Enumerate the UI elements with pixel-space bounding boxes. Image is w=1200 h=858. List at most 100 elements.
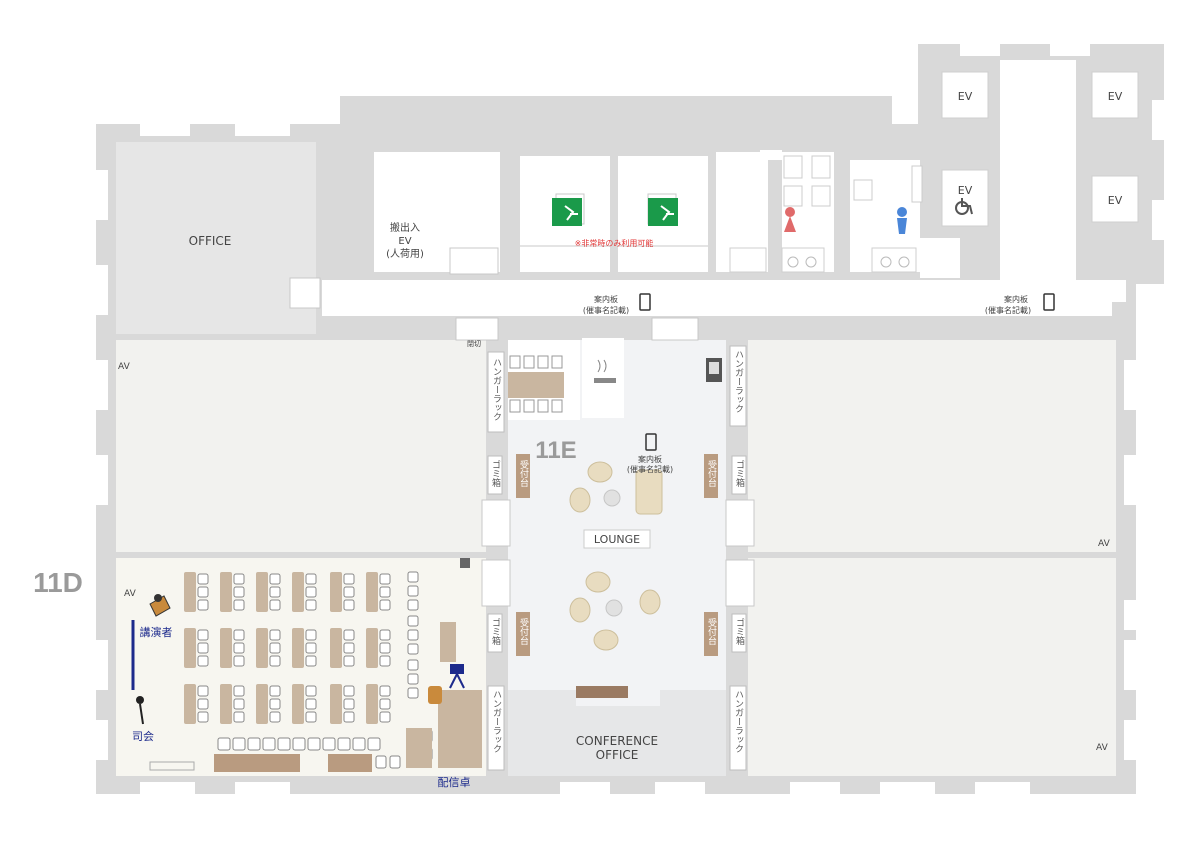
- trash-label: ゴミ箱: [490, 459, 501, 488]
- chair: [233, 655, 245, 667]
- meeting-table: [508, 355, 564, 413]
- chair: [197, 698, 209, 710]
- chair: [407, 659, 419, 671]
- chair: [379, 586, 391, 598]
- chair: [305, 599, 317, 611]
- desk-furniture: [149, 558, 482, 772]
- chair: [305, 711, 317, 723]
- chair: [307, 737, 321, 751]
- closed-label: 閉切: [467, 340, 481, 348]
- room-11d-label: 11D: [33, 567, 83, 598]
- table: [330, 628, 342, 668]
- doors: [289, 247, 755, 607]
- av-label: AV: [1096, 743, 1109, 753]
- chair: [305, 573, 317, 585]
- chair: [233, 685, 245, 697]
- info-board-label-2: (催事名記載): [627, 464, 673, 474]
- hanger-rack-label: ハンガーラック: [733, 350, 744, 413]
- info-board-label-1: 案内板: [594, 294, 618, 304]
- chair: [379, 685, 391, 697]
- chair: [305, 655, 317, 667]
- table: [184, 684, 196, 724]
- table: [292, 628, 304, 668]
- podium-icon: [149, 594, 171, 617]
- hanger-rack-label: ハンガーラック: [733, 690, 744, 753]
- av-label: AV: [1098, 539, 1111, 549]
- chair: [197, 655, 209, 667]
- chair: [233, 573, 245, 585]
- ev-label: EV: [1108, 194, 1123, 207]
- camera-icon: [449, 664, 465, 689]
- freight-ev-label-2: EV: [398, 236, 411, 247]
- info-board-icon: [639, 293, 1055, 451]
- smoking-icon: [594, 359, 616, 383]
- table: [366, 684, 378, 724]
- chair: [407, 673, 419, 685]
- chair: [352, 737, 366, 751]
- inner-walls: [116, 340, 1116, 776]
- av-label: AV: [118, 362, 131, 372]
- room-top-right: [748, 340, 1116, 552]
- chair: [217, 737, 231, 751]
- chair: [379, 711, 391, 723]
- emergency-note: ※非常時のみ利用可能: [575, 238, 654, 248]
- wheelchair-icon: [955, 198, 973, 215]
- reception-label: 受付台: [518, 459, 529, 488]
- info-board-label-2: (催事名記載): [583, 305, 629, 315]
- table: [366, 628, 378, 668]
- chair: [247, 737, 261, 751]
- chair: [379, 599, 391, 611]
- chair: [233, 642, 245, 654]
- ev-label: EV: [958, 184, 973, 197]
- female-restroom-icon: [784, 207, 796, 232]
- table: [256, 572, 268, 612]
- chair: [233, 711, 245, 723]
- room-bottom-right: [748, 558, 1116, 776]
- chair: [305, 586, 317, 598]
- ev-label: EV: [1108, 90, 1123, 103]
- chair: [305, 642, 317, 654]
- trash-label: ゴミ箱: [734, 459, 745, 488]
- chair: [407, 629, 419, 641]
- microphone-icon: [136, 696, 144, 725]
- chair: [233, 629, 245, 641]
- chair: [269, 599, 281, 611]
- hanger-rack-label: ハンガーラック: [491, 358, 502, 421]
- chair: [343, 629, 355, 641]
- chair: [269, 642, 281, 654]
- chair: [305, 698, 317, 710]
- table: [330, 572, 342, 612]
- chair: [232, 737, 246, 751]
- chair: [375, 755, 387, 769]
- chair: [277, 737, 291, 751]
- table: [366, 572, 378, 612]
- trash-label: ゴミ箱: [734, 617, 745, 646]
- chair: [343, 655, 355, 667]
- info-board-label-2: (催事名記載): [985, 305, 1031, 315]
- chair: [197, 685, 209, 697]
- chair: [379, 655, 391, 667]
- info-board-label-1: 案内板: [638, 454, 662, 464]
- male-restroom-icon: [897, 207, 907, 234]
- chair: [269, 698, 281, 710]
- chair: [407, 687, 419, 699]
- chair: [197, 586, 209, 598]
- chair: [197, 711, 209, 723]
- conference-office-label: OFFICE: [596, 748, 639, 762]
- trash-label: ゴミ箱: [490, 617, 501, 646]
- chair: [407, 615, 419, 627]
- chair: [262, 737, 276, 751]
- freight-ev-label-1: 搬出入: [390, 221, 420, 234]
- office-room: [116, 142, 316, 334]
- chair: [269, 573, 281, 585]
- chair: [343, 573, 355, 585]
- chair: [343, 642, 355, 654]
- room-top-left: [116, 340, 486, 552]
- chair: [269, 629, 281, 641]
- chair: [233, 698, 245, 710]
- emergency-exit-icon: [552, 198, 678, 226]
- chair: [322, 737, 336, 751]
- chair: [269, 711, 281, 723]
- chair: [292, 737, 306, 751]
